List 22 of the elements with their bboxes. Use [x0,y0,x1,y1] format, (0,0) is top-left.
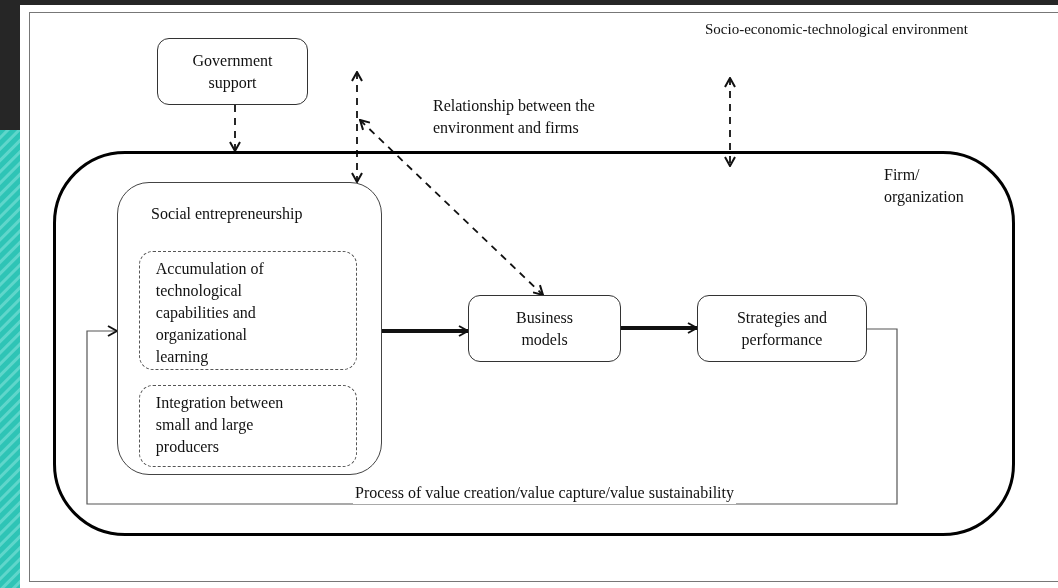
process-box [697,295,867,362]
box-label: Business models [515,307,574,350]
box-heading: Accumulation of technological capabilities and organizational learning [155,258,265,368]
dashed-box [138,250,357,370]
arrow [382,325,469,337]
box-label: Strategies and performance [735,307,829,351]
dashed-arrow [229,104,241,152]
box-label: Government support [191,50,274,94]
environment-title: Socio-economic-technological environment [705,20,968,39]
dashed-arrow [359,119,544,296]
arrow [621,322,698,334]
dashed-arrow [351,71,363,183]
box-heading: Firm/ organization [884,165,965,208]
process-box [468,295,621,362]
annotation-text: Relationship between the environment and firms [433,96,596,138]
support-box [157,38,308,105]
process-box [117,182,382,475]
arrow [86,325,898,505]
dashed-box [138,384,357,467]
dashed-arrow [724,77,736,167]
box-heading: Social entrepreneurship [151,204,304,225]
box-heading: Integration between small and large producers [155,392,285,458]
